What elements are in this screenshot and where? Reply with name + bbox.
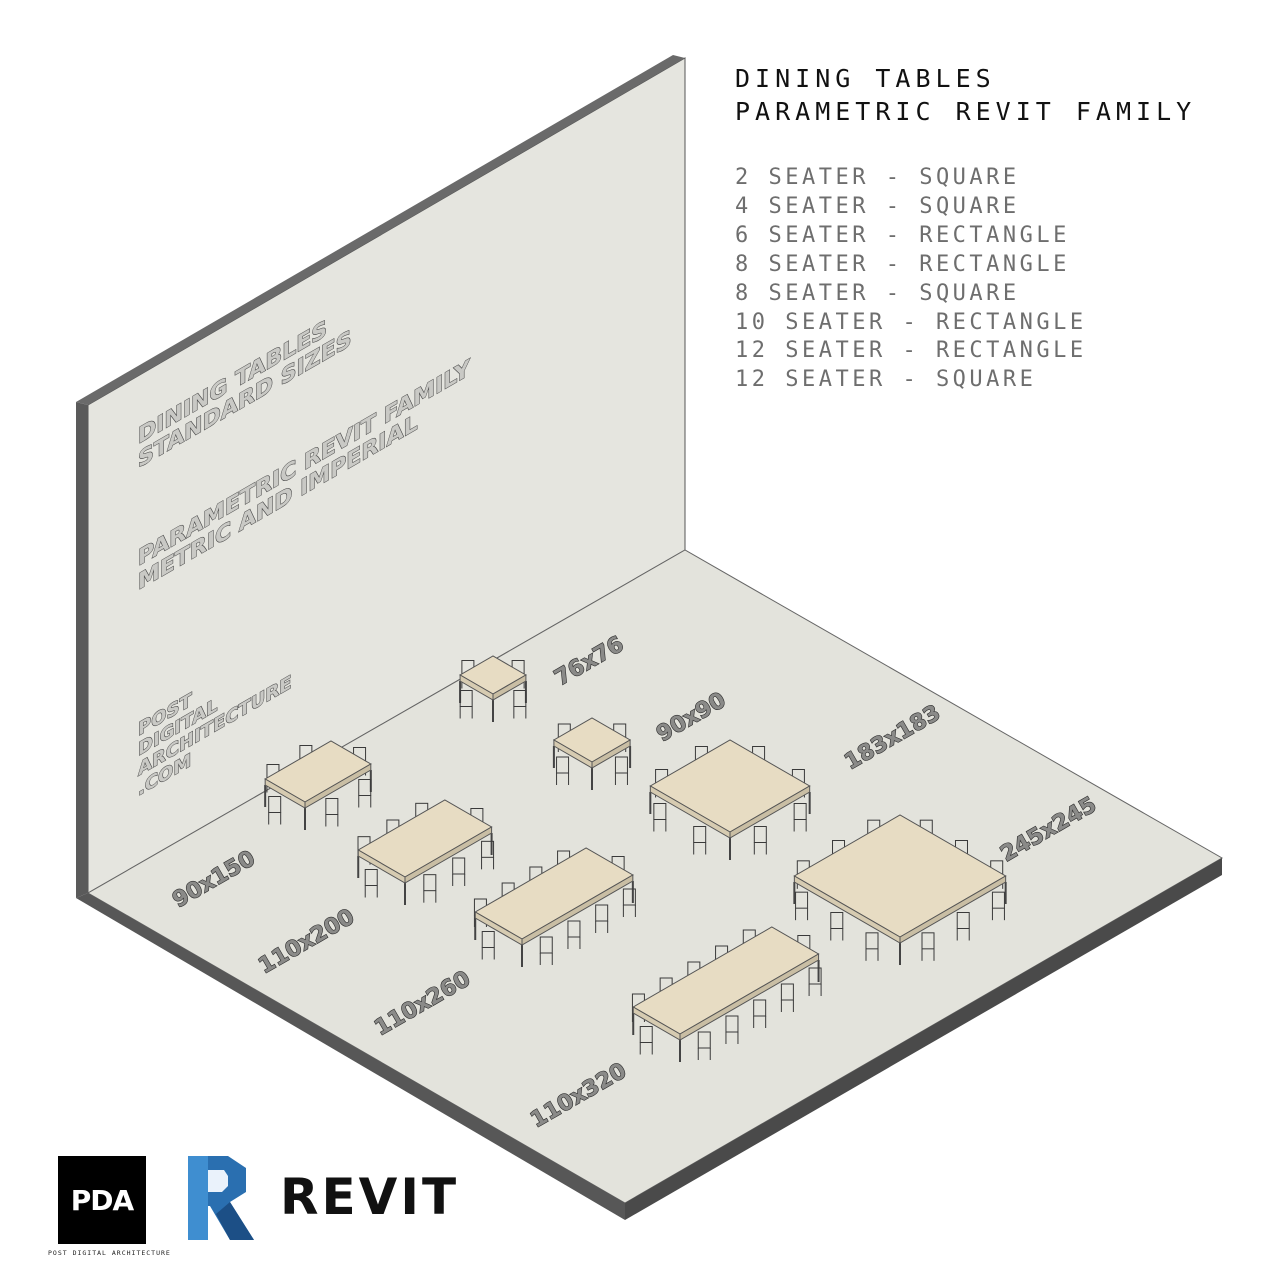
table-type-item: 6 SEATER - RECTANGLE [735, 222, 1070, 248]
t245-chair-near-back [921, 932, 935, 950]
t76-chair-end-back [459, 690, 473, 707]
table-type-item: 12 SEATER - SQUARE [735, 367, 1037, 393]
t110x200-chair-end-back [364, 869, 378, 886]
t110x200-chair-near-back [452, 857, 466, 875]
tables-layer [264, 655, 1007, 1062]
t245-chair-end-back [865, 932, 879, 950]
floor-edge-right [625, 858, 1222, 1220]
t110x260-chair-near-back [595, 904, 609, 922]
table-type-item: 10 SEATER - RECTANGLE [735, 309, 1087, 335]
t110x320-chair-near-back [808, 967, 822, 985]
t183-table-edge [649, 785, 731, 839]
t110x320-table-edge [632, 1006, 681, 1041]
back-wall-top-edge [76, 55, 685, 405]
t110x260-chair-near-back [622, 888, 636, 906]
pda-logo: PDA [58, 1156, 146, 1244]
t183-chair-near-back [793, 803, 807, 820]
t90x150-table-edge [264, 778, 306, 809]
t183-chair-end-back [653, 803, 667, 820]
back-wall-left-edge [76, 402, 88, 898]
t110x200-table-edge [357, 849, 406, 884]
heading-line-2: PARAMETRIC REVIT FAMILY [735, 97, 1197, 126]
t245-table-edge [793, 875, 901, 944]
t90x150-chair-near-back [358, 779, 372, 796]
t110x320-chair-end-back [639, 1026, 653, 1043]
t110x320-chair-near-back [725, 1015, 739, 1033]
t245-chair-end-back [795, 891, 809, 909]
heading-line-1: DINING TABLES [735, 64, 996, 93]
t110x200-chair-near-back [423, 874, 437, 892]
t76-table-edge [459, 674, 494, 701]
t183-chair-near-back [753, 826, 767, 843]
t110x320-chair-near-back [780, 983, 794, 1001]
table-type-list: 2 SEATER - SQUARE 4 SEATER - SQUARE 6 SE… [735, 164, 1087, 395]
table-type-item: 8 SEATER - SQUARE [735, 280, 1020, 306]
t110x260-chair-near-back [539, 936, 553, 954]
heading: DINING TABLES PARAMETRIC REVIT FAMILY [735, 62, 1196, 128]
t183-chair-end-back [693, 826, 707, 843]
table-type-item: 8 SEATER - RECTANGLE [735, 251, 1070, 277]
t110x320-chair-near-back [697, 1031, 711, 1049]
t110x320-chair-near-back [753, 999, 767, 1017]
table-type-item: 4 SEATER - SQUARE [735, 193, 1020, 219]
table-type-item: 2 SEATER - SQUARE [735, 165, 1020, 190]
t245-chair-near-back [956, 912, 970, 929]
t110x260-chair-near-back [567, 920, 581, 938]
pda-logo-caption: POST DIGITAL ARCHITECTURE [48, 1249, 171, 1257]
t90x150-chair-near-back [325, 798, 339, 815]
t110x200-chair-near-back [481, 840, 495, 858]
t76-chair-near-back [513, 690, 527, 707]
t245-chair-near-back [991, 891, 1005, 909]
t245-chair-end-back [830, 912, 844, 929]
floor-edge-left [76, 893, 625, 1220]
pda-logo-mark: PDA [70, 1184, 134, 1217]
t90-chair-near-back [614, 756, 628, 774]
table-type-item: 12 SEATER - RECTANGLE [735, 338, 1087, 364]
t110x260-chair-end-back [481, 931, 495, 948]
t90x150-chair-end-back [268, 796, 282, 813]
revit-wordmark: REVIT [280, 1168, 460, 1226]
revit-r-icon [188, 1156, 254, 1240]
t90-table-edge [553, 739, 593, 769]
t90-chair-end-back [556, 756, 570, 774]
t110x260-table-edge [474, 911, 523, 946]
